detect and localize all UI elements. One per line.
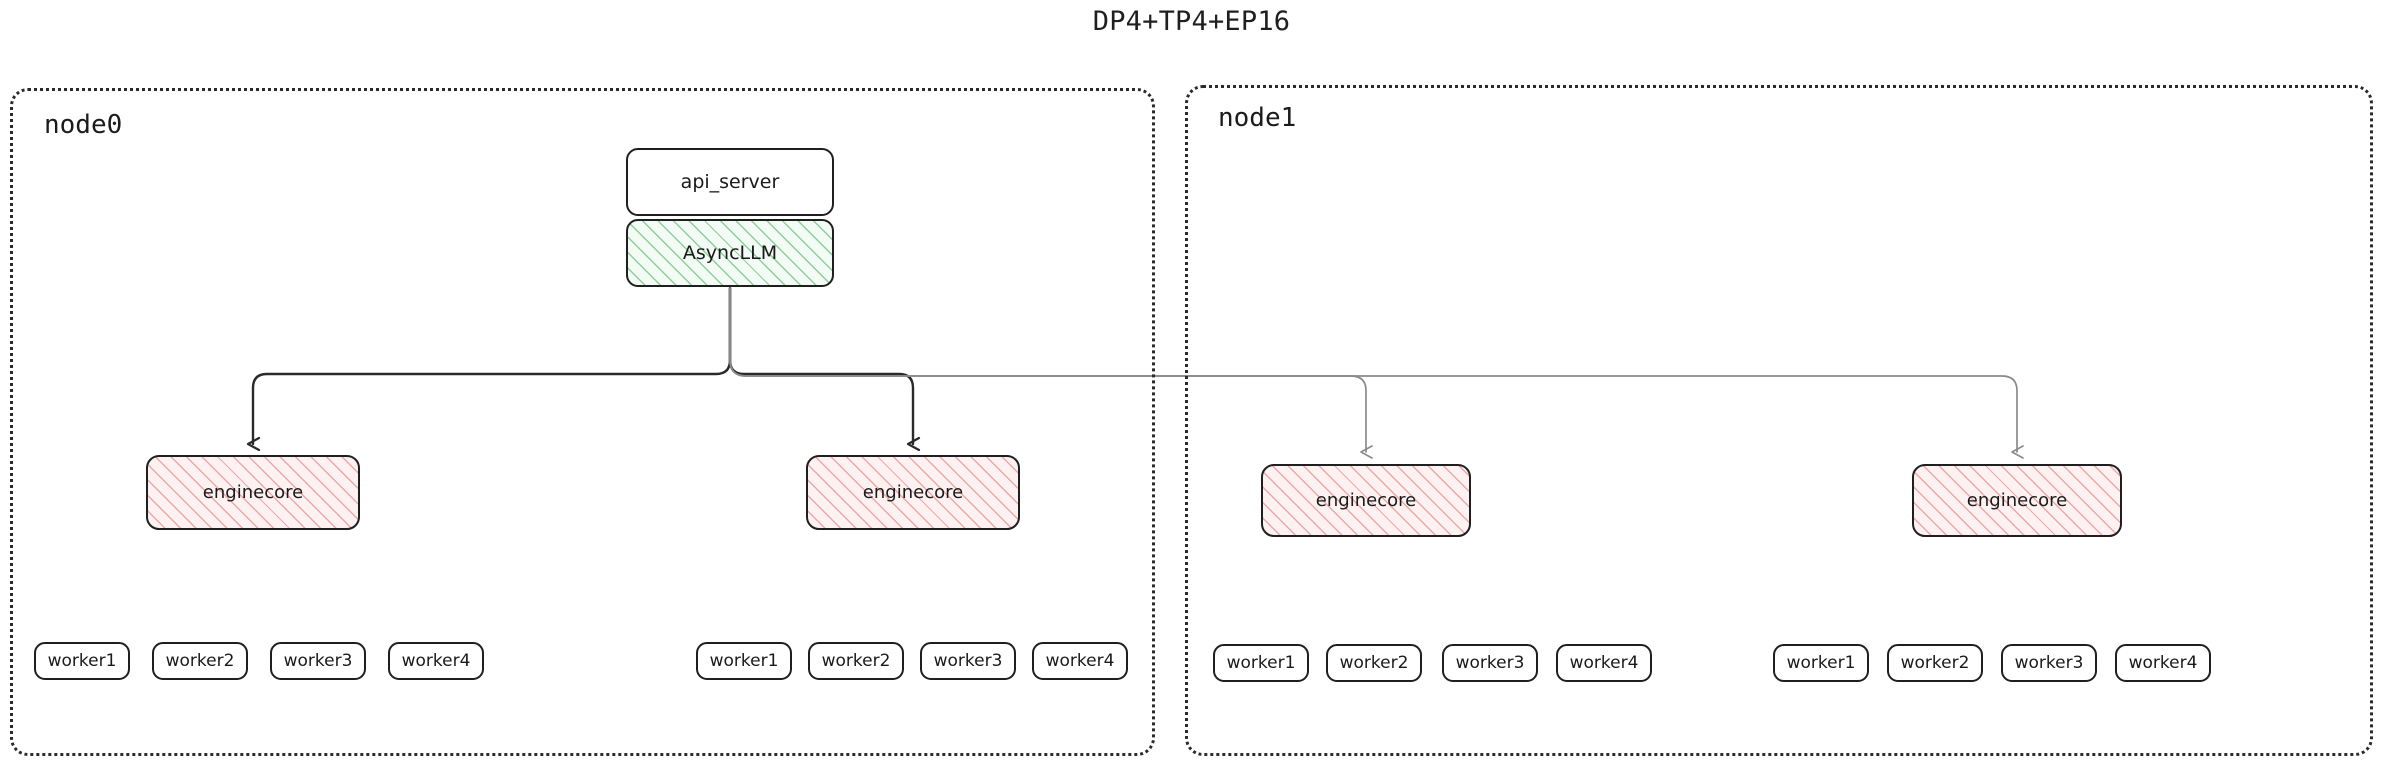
node-worker-g0-1[interactable]: worker1: [34, 642, 130, 680]
node-worker-g0-4[interactable]: worker4: [388, 642, 484, 680]
node-worker-g1-2[interactable]: worker2: [808, 642, 904, 680]
node-enginecore-1[interactable]: enginecore: [806, 455, 1020, 530]
node-worker-g2-2[interactable]: worker2: [1326, 644, 1422, 682]
node-async-llm[interactable]: AsyncLLM: [626, 219, 834, 287]
cluster-label-node1: node1: [1218, 103, 1297, 133]
node-worker-g3-2[interactable]: worker2: [1887, 644, 1983, 682]
node-enginecore-0[interactable]: enginecore: [146, 455, 360, 530]
node-worker-g3-1[interactable]: worker1: [1773, 644, 1869, 682]
node-worker-g3-3[interactable]: worker3: [2001, 644, 2097, 682]
node-api-server[interactable]: api_server: [626, 148, 834, 216]
node-worker-g2-4[interactable]: worker4: [1556, 644, 1652, 682]
node-worker-g2-1[interactable]: worker1: [1213, 644, 1309, 682]
node-worker-g1-3[interactable]: worker3: [920, 642, 1016, 680]
node-worker-g0-3[interactable]: worker3: [270, 642, 366, 680]
edge-async-to-enginecore-0: [253, 286, 732, 444]
node-worker-g1-1[interactable]: worker1: [696, 642, 792, 680]
node-worker-g1-4[interactable]: worker4: [1032, 642, 1128, 680]
node-enginecore-2[interactable]: enginecore: [1261, 464, 1471, 537]
node-worker-g3-4[interactable]: worker4: [2115, 644, 2211, 682]
edge-async-to-enginecore-3: [729, 287, 2024, 459]
node-worker-g0-2[interactable]: worker2: [152, 642, 248, 680]
node-worker-g2-3[interactable]: worker3: [1442, 644, 1538, 682]
page-title: DP4+TP4+EP16: [1092, 6, 1291, 37]
cluster-label-node0: node0: [44, 110, 123, 140]
cluster-node1: [1185, 85, 2373, 756]
node-enginecore-3[interactable]: enginecore: [1912, 464, 2122, 537]
cluster-node0: [10, 88, 1155, 756]
